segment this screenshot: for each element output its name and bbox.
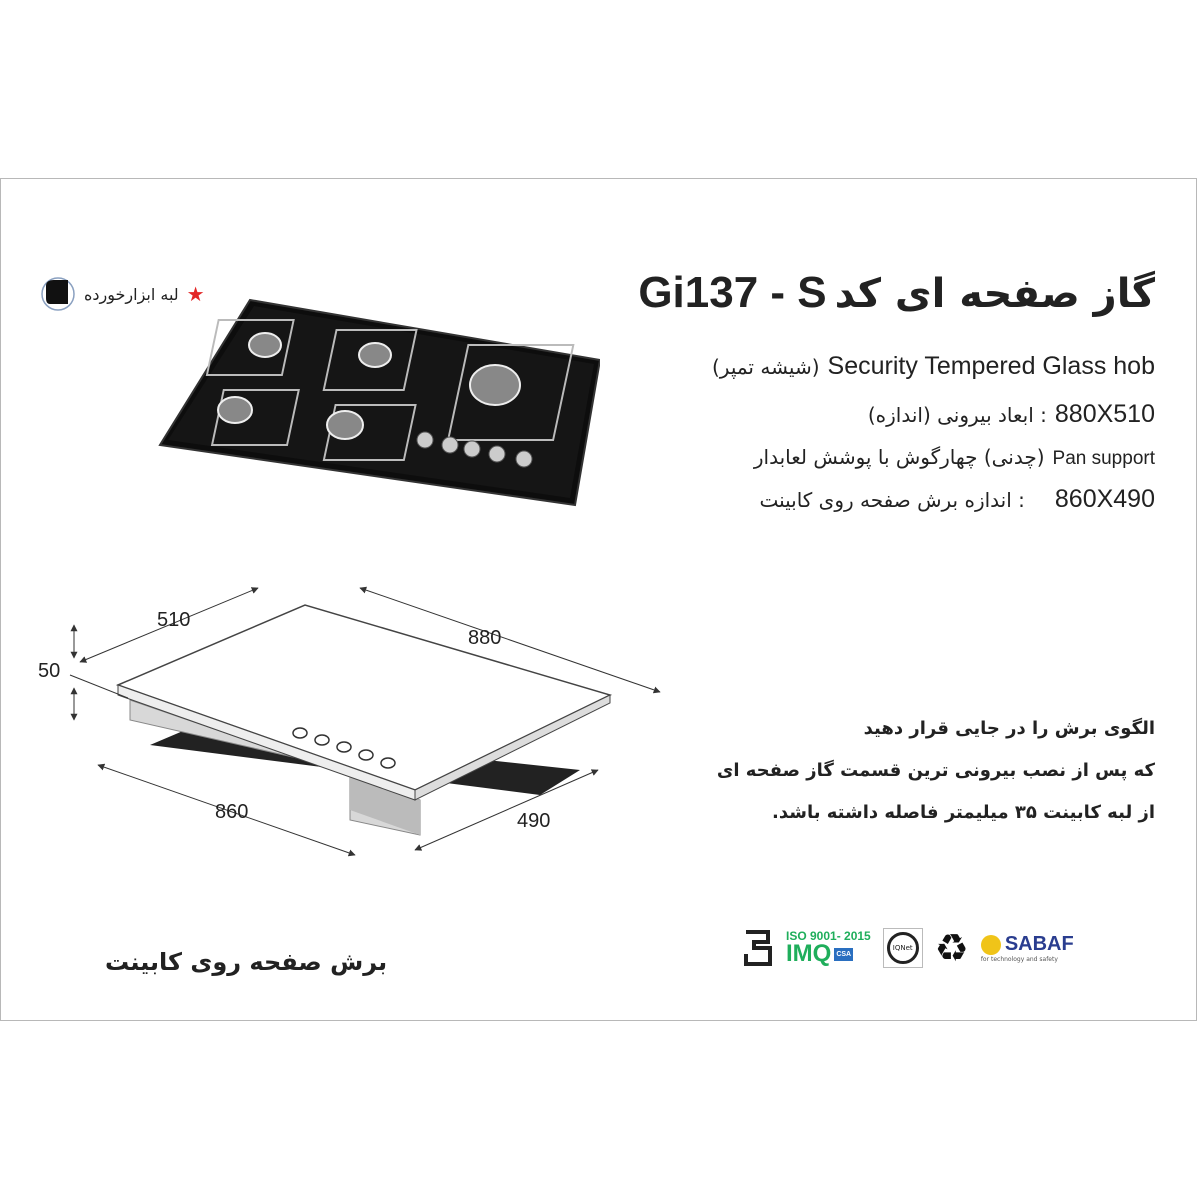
type-fa: (شیشه تمپر) bbox=[711, 355, 820, 379]
outer-dims-value: 880X510 bbox=[1054, 400, 1155, 428]
cutout-size: : اندازه برش صفحه روی کابینت 860X490 bbox=[759, 485, 1155, 514]
iran-standard-icon bbox=[744, 930, 772, 966]
pan-support-en: Pan support bbox=[1052, 448, 1155, 469]
iso-label: ISO 9001- 2015 bbox=[786, 929, 871, 943]
hob-type: (شیشه تمپر) Security Tempered Glass hob bbox=[712, 352, 1155, 381]
note-line: که پس از نصب بیرونی ترین قسمت گاز صفحه ا… bbox=[716, 760, 1155, 781]
spec-card-frame bbox=[0, 178, 1197, 1021]
sabaf-logo: SABAF for technology and safety bbox=[980, 933, 1074, 963]
height-label: 50 bbox=[38, 660, 61, 682]
model-code: Gi137 - S bbox=[638, 268, 827, 317]
cutout-value: 860X490 bbox=[1054, 485, 1155, 513]
pan-support-fa: (چدنی) چهارگوش با پوشش لعابدار bbox=[753, 445, 1045, 469]
outer-dimensions: : ابعاد بیرونی (اندازه) 880X510 bbox=[868, 400, 1155, 429]
type-en: Security Tempered Glass hob bbox=[827, 352, 1155, 380]
hob-product-image bbox=[158, 298, 600, 507]
diagram-caption: برش صفحه روی کابینت bbox=[105, 948, 388, 976]
iso-imq-logo: ISO 9001- 2015 IMQ CSA bbox=[786, 930, 871, 966]
imq-label: IMQ bbox=[786, 940, 832, 967]
cutout-label: : اندازه برش صفحه روی کابینت bbox=[759, 488, 1025, 512]
title-fa: گاز صفحه ای کد bbox=[834, 271, 1155, 317]
star-icon: ★ bbox=[186, 282, 205, 306]
beveled-edge-icon bbox=[41, 277, 75, 311]
depth-label: 510 bbox=[157, 609, 191, 631]
beveled-edge-badge: لبه ابزارخورده ★ bbox=[40, 276, 205, 312]
iqnet-logo: IQNet bbox=[882, 928, 923, 968]
note-line: الگوی برش را در جایی قرار دهید bbox=[863, 718, 1155, 739]
width-label: 880 bbox=[468, 627, 502, 649]
outer-dims-label: : ابعاد بیرونی (اندازه) bbox=[867, 403, 1047, 427]
recycle-icon: ♻ bbox=[934, 926, 969, 970]
product-title: Gi137 - S گاز صفحه ای کد bbox=[638, 268, 1155, 318]
note-line: از لبه کابینت ۳۵ میلیمتر فاصله داشته باش… bbox=[772, 802, 1155, 823]
cut-width-label: 860 bbox=[215, 801, 249, 823]
certification-logos: ISO 9001- 2015 IMQ CSA IQNet ♻ SABAF for… bbox=[740, 928, 1074, 968]
installation-note: الگوی برش را در جایی قرار دهید که پس از … bbox=[716, 708, 1155, 834]
edge-label: لبه ابزارخورده bbox=[84, 284, 179, 304]
dimension-diagram bbox=[69, 586, 661, 857]
cut-depth-label: 490 bbox=[517, 810, 551, 832]
pan-support: (چدنی) چهارگوش با پوشش لعابدار Pan suppo… bbox=[754, 445, 1155, 470]
csa-label: CSA bbox=[834, 947, 854, 961]
